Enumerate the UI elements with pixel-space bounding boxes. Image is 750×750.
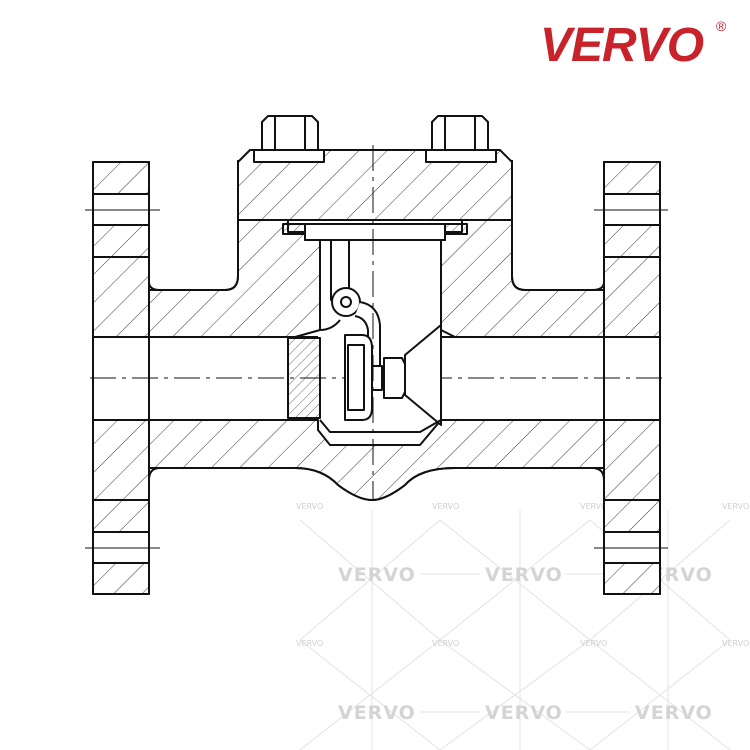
watermark-text-small: VERVO [432,639,459,648]
outlet-seat-wedge [404,324,442,426]
watermark-text-small: VERVO [722,639,749,648]
watermark-text: VERVO [485,564,563,586]
seat-ring [287,337,321,419]
watermark-text: VERVO [485,702,563,724]
watermark-text: VERVO [635,702,713,724]
watermark-text-small: VERVO [296,639,323,648]
bonnet-bolt-left [253,115,325,163]
watermark-lattice [299,510,731,750]
watermark-text: VERVO [338,564,416,586]
gasket-right [444,223,468,235]
watermark-text-small: VERVO [580,639,607,648]
gasket-left [282,223,306,235]
watermark-text-small: VERVO [296,502,323,511]
watermark-text-small: VERVO [432,502,459,511]
flange-hole-centerlines [85,209,668,549]
brand-logo: VERVO [540,19,704,72]
valve-body-outline [149,160,604,501]
bonnet-cover [237,149,513,221]
registered-trademark-mark: ® [716,18,727,34]
watermark-text: VERVO [338,702,416,724]
watermark-text-small: VERVO [722,502,749,511]
bonnet-gasket-plate [304,223,446,241]
bonnet-bolt-right [425,115,497,163]
watermark-text-small: VERVO [580,502,607,511]
